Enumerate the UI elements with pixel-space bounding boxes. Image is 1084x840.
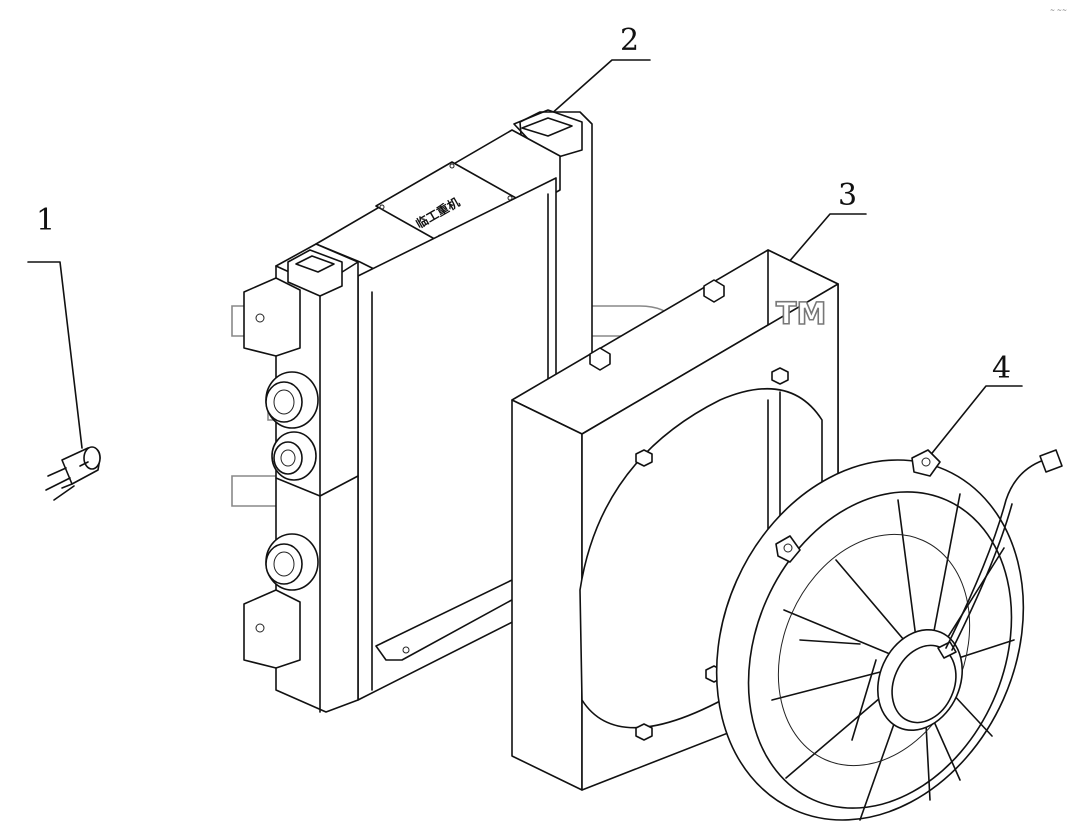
corner-mark: ~ ~~ (1050, 7, 1067, 14)
sensor-part (45, 446, 101, 501)
port-lower (265, 533, 319, 591)
electric-fan-part (715, 449, 1063, 821)
callout-number-2: 2 (620, 23, 639, 58)
watermark-tm: TM (776, 297, 826, 332)
oil-cooler-part: 临工重机 (243, 109, 593, 713)
callout-number-3: 3 (838, 178, 857, 213)
port-middle (271, 431, 317, 481)
leader-line-1 (27, 261, 83, 449)
port-upper (265, 371, 319, 429)
callout-number-1: 1 (36, 203, 55, 238)
callout-1: 1 (27, 203, 83, 449)
callout-number-4: 4 (992, 351, 1011, 386)
